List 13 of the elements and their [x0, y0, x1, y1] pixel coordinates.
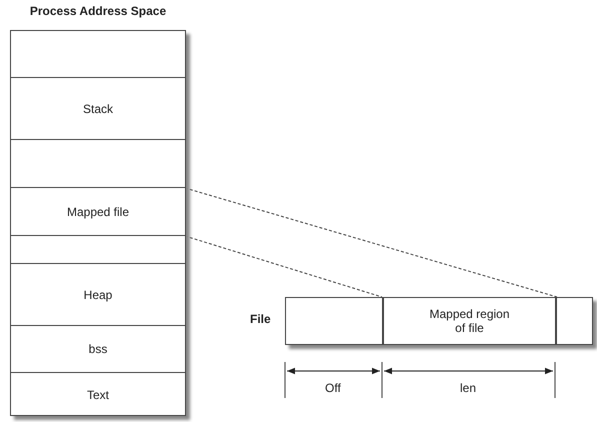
segment-label: Stack: [82, 102, 113, 116]
dimension-label: Off: [325, 381, 341, 395]
dashed-line: [184, 236, 382, 298]
segment-label: Mapped file: [66, 204, 130, 218]
section-heading: Process Address Space: [28, 4, 168, 18]
segment-label: Heap: [84, 288, 112, 302]
segment-label: Mapped region of file: [428, 307, 511, 335]
dashed-line: [184, 188, 558, 298]
segment-label: Text: [86, 388, 109, 402]
section-heading: File: [250, 312, 271, 326]
dimension-label: len: [460, 381, 476, 395]
segment-label: bss: [88, 342, 108, 356]
file-segment: [382, 297, 557, 345]
